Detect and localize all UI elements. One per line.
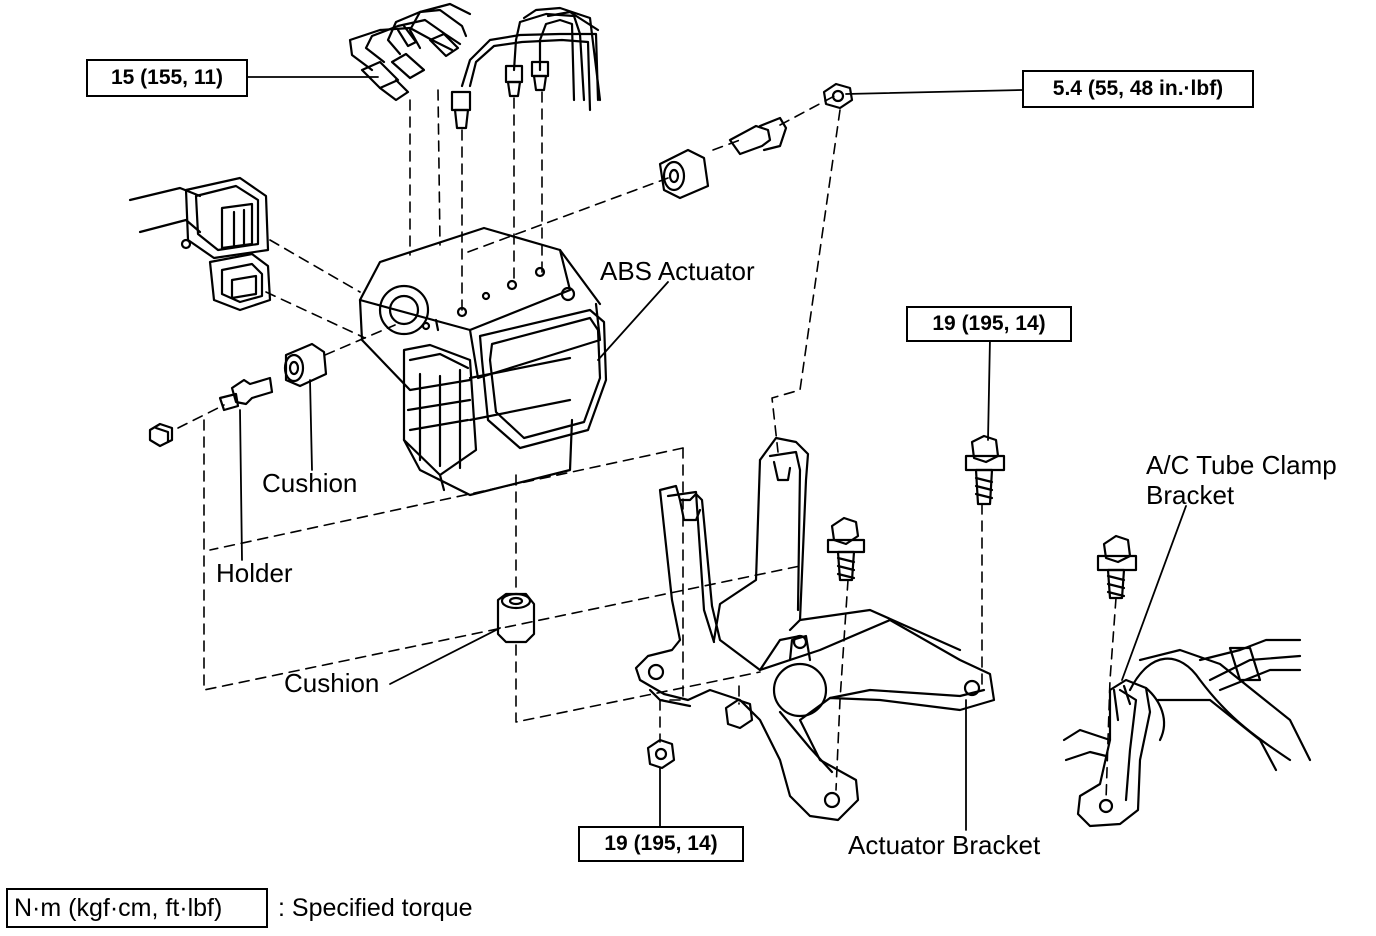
label-ac-tube-clamp-line1: A/C Tube Clamp bbox=[1146, 450, 1337, 480]
legend-unit-box: N·m (kgf·cm, ft·lbf) bbox=[6, 888, 268, 928]
label-ac-tube-clamp-line2: Bracket bbox=[1146, 480, 1235, 510]
label-abs-actuator: ABS Actuator bbox=[600, 256, 755, 286]
ac-tube-clamp bbox=[1062, 638, 1312, 828]
wire-connectors bbox=[128, 176, 272, 312]
label-cushion-upper: Cushion bbox=[262, 468, 358, 498]
leader-lines bbox=[239, 76, 1187, 831]
upper-mount-parts bbox=[658, 82, 854, 200]
label-cushion-lower: Cushion bbox=[284, 668, 380, 698]
label-actuator-bracket: Actuator Bracket bbox=[848, 830, 1041, 860]
bracket-fasteners bbox=[646, 434, 1138, 770]
torque-spec-brake-line: 15 (155, 11) bbox=[86, 59, 248, 97]
actuator-bracket bbox=[634, 436, 996, 822]
torque-spec-bracket-nut: 19 (195, 14) bbox=[578, 826, 744, 862]
left-mount-parts bbox=[148, 342, 328, 448]
legend-description: : Specified torque bbox=[278, 894, 473, 922]
abs-actuator-body bbox=[358, 226, 608, 497]
label-holder: Holder bbox=[216, 558, 293, 588]
assembly-guide-lines bbox=[177, 89, 1117, 801]
torque-spec-upper-nut: 5.4 (55, 48 in.·lbf) bbox=[1022, 70, 1254, 108]
torque-spec-bracket-bolt: 19 (195, 14) bbox=[906, 306, 1072, 342]
lower-cushion bbox=[496, 592, 536, 644]
brake-lines bbox=[348, 2, 602, 130]
